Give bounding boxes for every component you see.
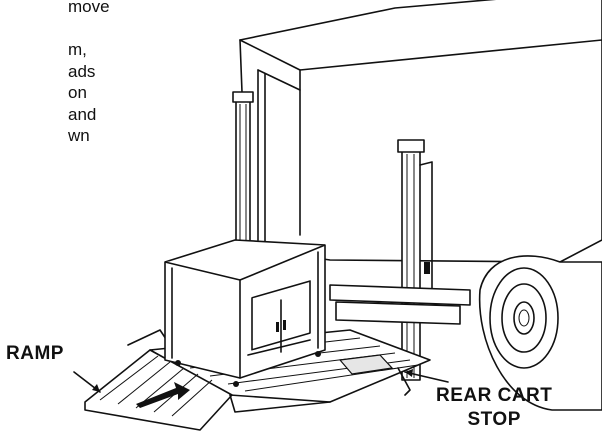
instruction-line: m, (68, 40, 87, 59)
callout-leaders (73, 369, 449, 393)
instruction-line: ads (68, 61, 96, 81)
rear-cart-stop-label: REAR CART STOP (436, 384, 552, 432)
rear-cart-stop-line2: STOP (467, 409, 521, 430)
truck-body (239, 0, 602, 263)
truck-wheel (478, 255, 602, 411)
left-lift-column (232, 91, 254, 251)
ramp-plate (84, 349, 233, 431)
rear-cart-stop-line1: REAR CART (436, 385, 553, 406)
instruction-line: and (68, 104, 97, 124)
instruction-line: wn (68, 126, 90, 145)
instruction-text: move m, ads on and wn (68, 0, 268, 147)
cross-beam (329, 284, 471, 325)
ramp-label: RAMP (6, 343, 64, 364)
instruction-line: on (68, 83, 87, 102)
cart (164, 239, 326, 387)
instruction-line: move (68, 0, 110, 16)
